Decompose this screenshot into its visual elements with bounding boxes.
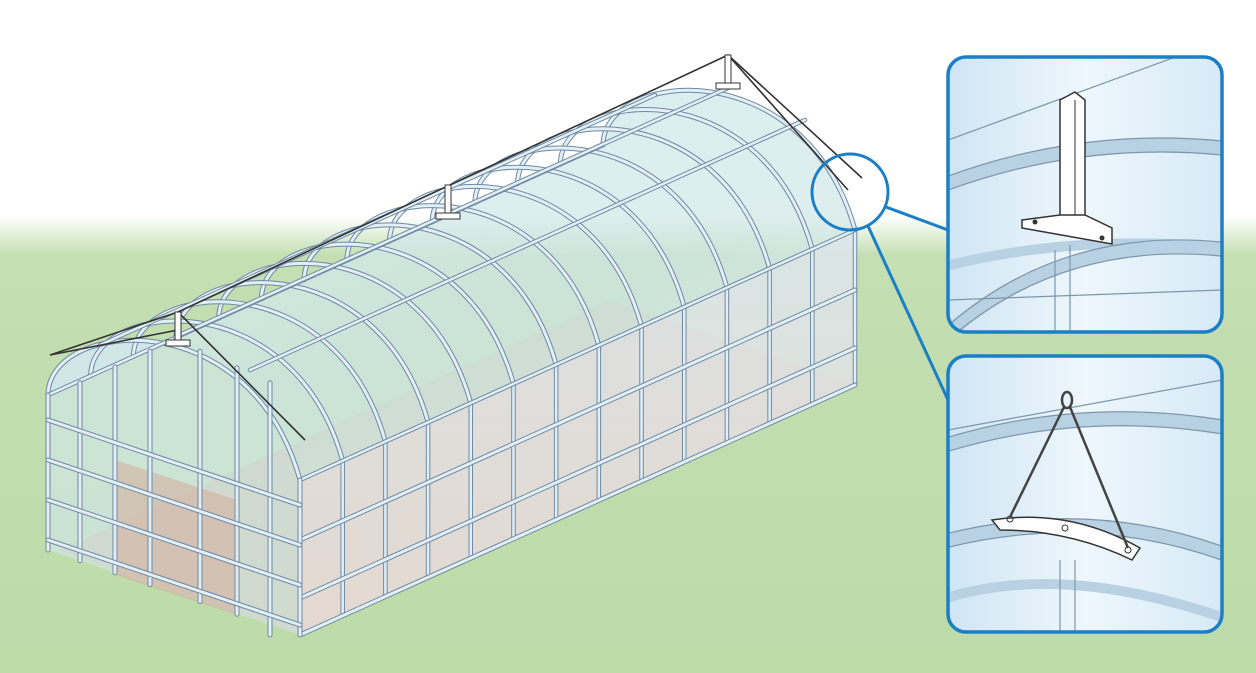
roof-arch [345, 204, 601, 347]
ridge-post-base [715, 82, 741, 90]
purlin [248, 118, 807, 372]
ridge-post [174, 311, 182, 343]
roof-arch [430, 165, 686, 309]
roof-arch [473, 146, 729, 290]
purlin [98, 93, 657, 347]
ridge-post-base [435, 212, 461, 220]
end-wall-rail [46, 458, 302, 547]
end-wall-rail [46, 538, 302, 627]
inset-ridge-post-detail [946, 55, 1224, 334]
greenhouse-door-opening [115, 460, 237, 615]
side-rail [298, 288, 857, 542]
roof-arch [174, 281, 430, 424]
roof-arch [89, 319, 345, 463]
roof-arch [388, 185, 644, 328]
ridge-post [724, 54, 732, 86]
ridge-post-base [165, 339, 191, 347]
purlin [173, 85, 732, 339]
roof-arch [302, 223, 558, 367]
callout-line-bottom [866, 225, 950, 401]
callout-circle [810, 152, 890, 232]
end-wall-rail [46, 418, 302, 507]
ridge-post [444, 184, 452, 216]
end-wall-rail [46, 498, 302, 587]
side-rail [298, 346, 857, 600]
roof-arch [131, 300, 387, 444]
callout-line-top [885, 205, 949, 232]
roof-arch [516, 127, 772, 270]
purlin [298, 228, 857, 482]
ridge-posts [165, 54, 741, 347]
tie-down-wires [49, 54, 863, 441]
roof-arch [259, 242, 515, 386]
roof-arch [558, 108, 814, 251]
inset-wire-loop-detail [946, 354, 1224, 634]
roof-arch [217, 262, 473, 405]
side-rail [298, 383, 857, 637]
